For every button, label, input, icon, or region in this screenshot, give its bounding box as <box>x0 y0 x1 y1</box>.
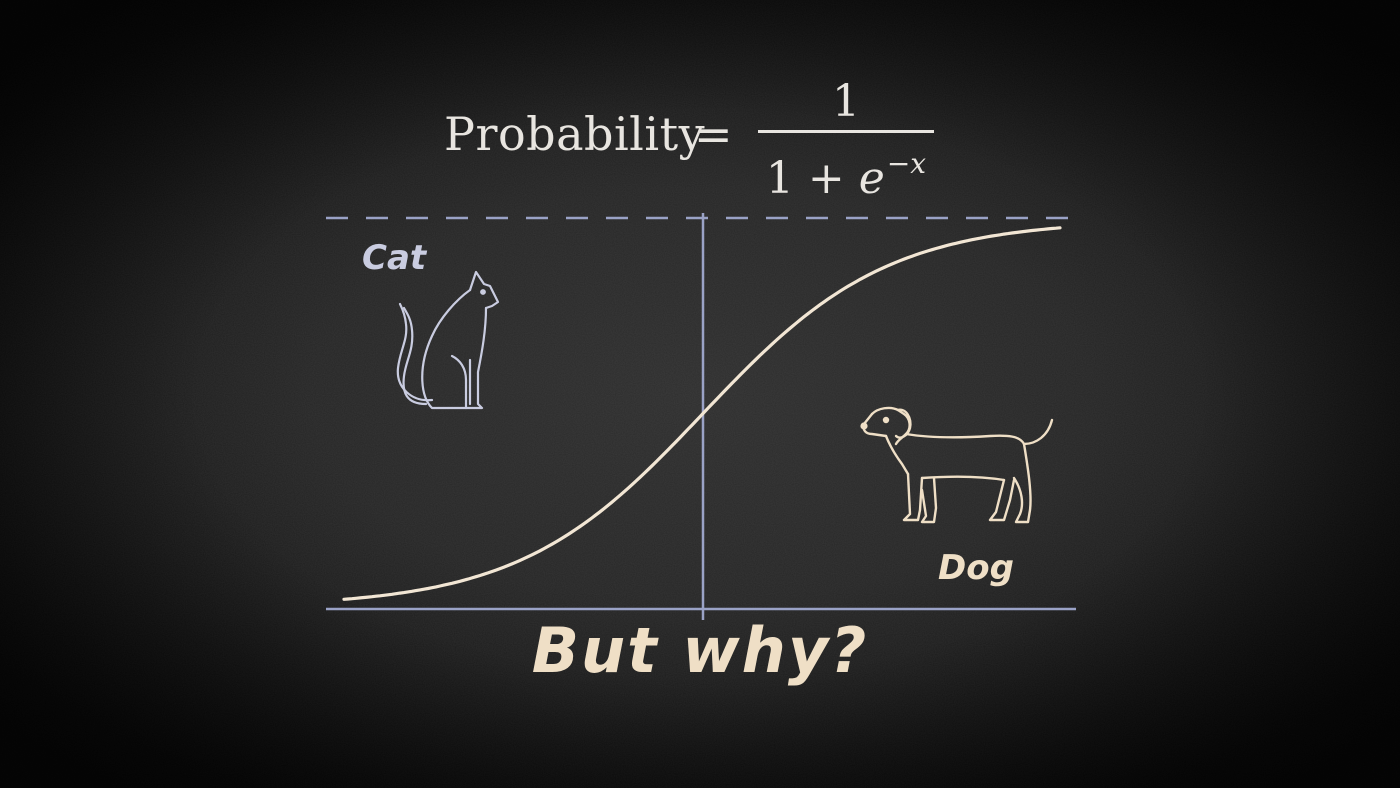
question-text: But why? <box>531 614 869 687</box>
sigmoid-formula: Probability = 1 1 + e−x <box>440 74 960 204</box>
cat-icon <box>396 270 500 410</box>
denominator-base: 1 + <box>765 153 859 204</box>
formula-lhs: Probability <box>444 107 706 161</box>
dog-icon <box>860 406 1054 524</box>
formula-denominator: 1 + e−x <box>758 136 934 207</box>
denominator-exponent: −x <box>886 147 927 180</box>
cat-label: Cat <box>362 238 427 278</box>
denominator-e: e <box>858 153 885 204</box>
fraction-bar <box>758 130 934 133</box>
formula-numerator: 1 <box>832 76 860 127</box>
formula-equals: = <box>694 107 733 161</box>
sigmoid-curve <box>342 226 1062 601</box>
dog-label: Dog <box>938 548 1014 588</box>
